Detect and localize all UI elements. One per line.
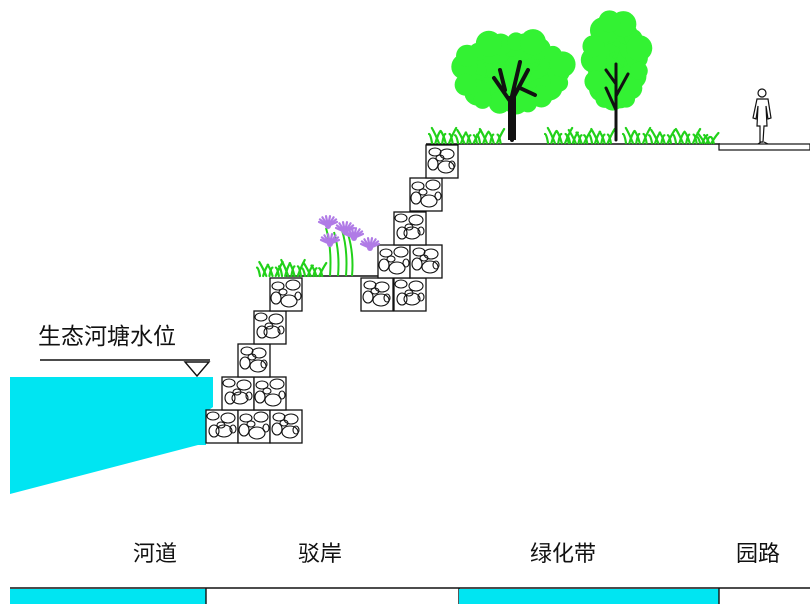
grass-tuft-icon [475,127,506,145]
river-water [10,377,213,494]
zone-label-revetment: 驳岸 [298,542,343,567]
gabion-stone-block-icon [253,376,287,411]
gabion-stone-block-icon [269,277,303,312]
gabion-stone-block-icon [393,277,427,312]
path-ground-line [718,143,810,151]
tree-icon [580,10,653,142]
grass-tuft-icon [277,258,306,278]
grass-tuft-icon [695,131,720,145]
zone-bar-greenbelt [459,589,719,604]
grass-tuft-icon [587,127,616,145]
gabion-stone-block-icon [269,409,303,444]
gabion-stone-block-icon [237,343,271,378]
grass-tuft-icon [621,126,652,145]
gabion-stone-block-icon [205,409,239,444]
zone-label-greenbelt: 绿化带 [530,542,597,567]
gabion-stone-block-icon [393,211,427,246]
grass-tuft-icon [543,126,574,145]
water-level-label: 生态河塘水位 [38,324,176,350]
gabion-stone-block-icon [425,144,459,179]
tree-icon [451,29,576,142]
gabion-stone-block-icon [409,244,443,279]
grass-group [255,126,720,278]
zone-bar-river [10,589,206,604]
water-level-marker-icon [183,361,211,378]
gabion-stone-block-icon [221,376,255,411]
gabion-stone-block-icon [237,409,271,444]
gabion-stone-block-icon [253,310,287,345]
gabion-stone-block-icon [360,277,394,312]
grass-tuft-icon [427,126,458,145]
grass-tuft-icon [300,261,328,278]
zone-label-path: 园路 [736,542,781,567]
gabion-stone-blocks [205,144,459,444]
grass-tuft-icon [647,128,676,145]
zone-bars [10,587,810,604]
person-icon [752,88,772,145]
grass-tuft-icon [453,128,482,145]
zone-label-river: 河道 [133,542,178,567]
grass-tuft-icon [671,127,702,145]
gabion-stone-block-icon [409,177,443,212]
flower-icon [317,215,381,277]
gabion-stone-block-icon [377,244,411,279]
grass-tuft-icon [565,128,593,145]
grass-tuft-icon [255,260,284,278]
